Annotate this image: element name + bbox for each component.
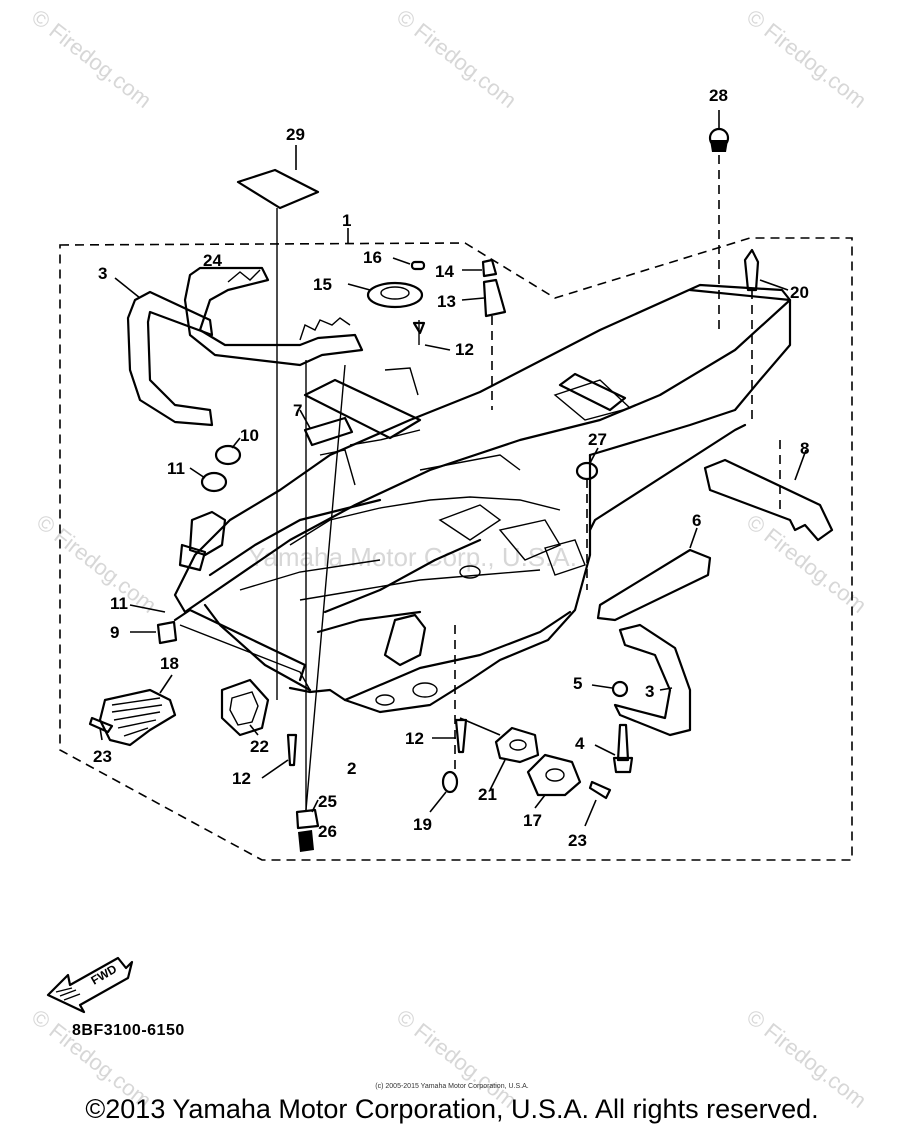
part-7 [303,416,354,447]
callout-label: 1 [342,211,351,230]
part-11 [200,471,228,493]
part-19 [441,770,459,794]
callout-label: 8 [800,439,809,458]
callout-label: 20 [790,283,809,302]
part-code: 8BF3100-6150 [72,1022,185,1039]
part-24-handle [183,266,364,367]
callout-label: 7 [293,401,302,420]
callout-label: 13 [437,292,456,311]
callout-label: 9 [110,623,119,642]
part-25 [295,808,320,830]
part-13 [482,278,507,318]
callout-label: 19 [413,815,432,834]
callout-label: 29 [286,125,305,144]
callout-label: 22 [250,737,269,756]
callout-label: 2 [347,759,356,778]
fwd-arrow-icon: FWD [46,956,134,1014]
part-16 [410,260,426,271]
callout-label: 17 [523,811,542,830]
watermark: © Firedog.com [742,4,871,113]
callout-label: 27 [588,430,607,449]
callout-label: 21 [478,785,497,804]
part-17 [526,753,582,797]
callout-label: 10 [240,426,259,445]
copyright-notice: ©2013 Yamaha Motor Corporation, U.S.A. A… [85,1094,819,1124]
part-8 [703,458,834,542]
callout-label: 11 [167,459,185,478]
callout-label: 11 [110,594,128,613]
callout-label: 14 [435,262,454,281]
callout-label: 28 [709,86,728,105]
callout-label: 12 [405,729,424,748]
part-23-left [88,716,114,734]
part-10 [214,444,242,466]
part-27 [575,461,599,481]
part-12-bolt [454,718,468,754]
part-20 [743,248,760,292]
part-4 [616,723,630,762]
callout-label: 23 [568,831,587,850]
part-3-bumper-left [126,290,214,427]
watermarks: © Firedog.com © Firedog.com © Firedog.co… [27,4,871,1113]
callout-label: 15 [313,275,332,294]
callout-label: 12 [232,769,251,788]
callout-label: 24 [203,251,222,270]
watermark: © Firedog.com [32,509,161,618]
part-9 [156,620,178,645]
part-18 [98,688,177,747]
part-29-pad [236,168,320,210]
callout-label: 5 [573,674,582,693]
callout-label: 23 [93,747,112,766]
part-26 [298,830,314,852]
watermark: © Firedog.com [392,4,521,113]
part-23-right [588,780,612,800]
callout-label: 16 [363,248,382,267]
callout-label: 25 [318,792,337,811]
callout-label: 12 [455,340,474,359]
callout-label: 3 [98,264,107,283]
callouts: 1 2 3 3 4 5 6 7 8 9 10 11 11 12 12 12 12… [93,86,809,850]
part-12-bolt [286,733,298,767]
watermark-center: Yamaha Motor Corp., U.S.A. [248,542,577,572]
callout-label: 6 [692,511,701,530]
callout-label: 26 [318,822,337,841]
part-15 [366,281,424,309]
part-5 [611,680,629,698]
watermark: © Firedog.com [27,4,156,113]
callout-label: 3 [645,682,654,701]
frame-assembly [173,283,792,714]
part-22 [220,678,270,737]
small-copyright: (c) 2005-2015 Yamaha Motor Corporation, … [375,1083,529,1090]
assembly-outline [59,237,853,861]
callout-label: 4 [575,734,585,753]
part-6 [596,548,712,622]
part-3-bumper-right [613,623,692,737]
part-14 [481,258,498,278]
callout-label: 18 [160,654,179,673]
part-21 [494,726,540,764]
